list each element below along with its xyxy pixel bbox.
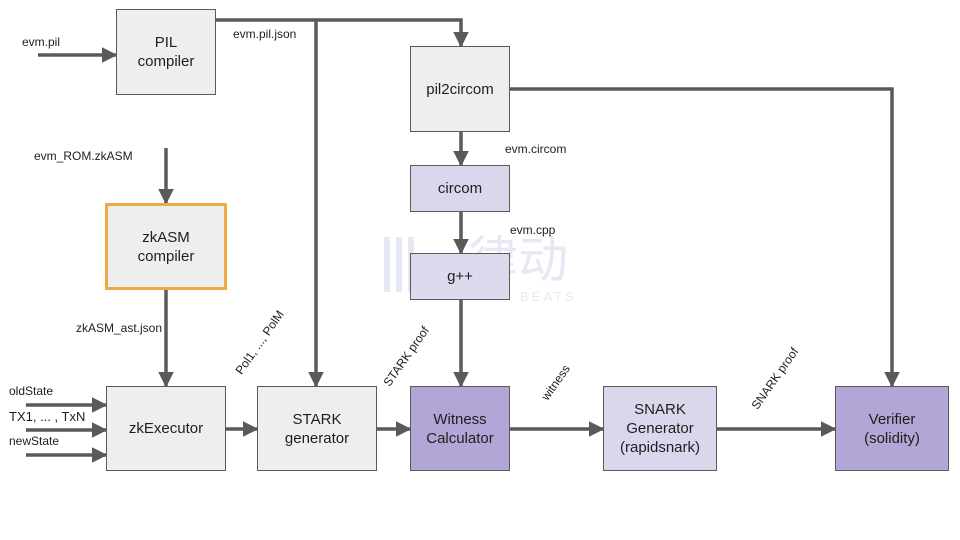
node-pil2circom-label: pil2circom xyxy=(426,80,494,98)
node-snark-generator-label: SNARK Generator (rapidsnark) xyxy=(619,401,701,456)
node-verifier: Verifier (solidity) xyxy=(835,386,949,471)
node-pil2circom: pil2circom xyxy=(410,46,510,132)
label-evm-circom: evm.circom xyxy=(505,142,567,156)
node-circom-label: circom xyxy=(437,180,483,197)
label-evm-pil: evm.pil xyxy=(22,35,61,49)
label-txs: TX1, ... , TxN xyxy=(9,409,86,424)
node-stark-generator: STARK generator xyxy=(257,386,377,471)
node-zkexecutor-label: zkExecutor xyxy=(128,420,204,437)
label-old-state: oldState xyxy=(9,384,54,398)
node-circom: circom xyxy=(410,165,510,212)
node-zkasm-compiler: zkASM compiler xyxy=(105,203,227,290)
node-zkasm-compiler-label: zkASM compiler xyxy=(137,228,195,265)
label-evm-pil-json: evm.pil.json xyxy=(233,27,297,41)
label-new-state: newState xyxy=(9,434,60,448)
node-pil-compiler: PIL compiler xyxy=(116,9,216,95)
arrow-pil-json-to-pil2circom xyxy=(216,18,469,48)
label-evm-cpp: evm.cpp xyxy=(510,223,556,237)
node-verifier-label: Verifier (solidity) xyxy=(864,410,920,447)
node-witness-calculator: Witness Calculator xyxy=(410,386,510,471)
node-zkexecutor: zkExecutor xyxy=(106,386,226,471)
label-zkasm-ast-json: zkASM_ast.json xyxy=(76,321,163,335)
node-gpp-label: g++ xyxy=(447,268,473,285)
node-snark-generator: SNARK Generator (rapidsnark) xyxy=(603,386,717,471)
node-gpp: g++ xyxy=(410,253,510,300)
node-pil-compiler-label: PIL compiler xyxy=(137,34,195,70)
label-evm-rom-zkasm: evm_ROM.zkASM xyxy=(34,149,133,163)
arrow-pil2circom-to-verifier xyxy=(510,87,900,388)
node-witness-calculator-label: Witness Calculator xyxy=(426,410,494,447)
node-stark-generator-label: STARK generator xyxy=(284,410,350,447)
